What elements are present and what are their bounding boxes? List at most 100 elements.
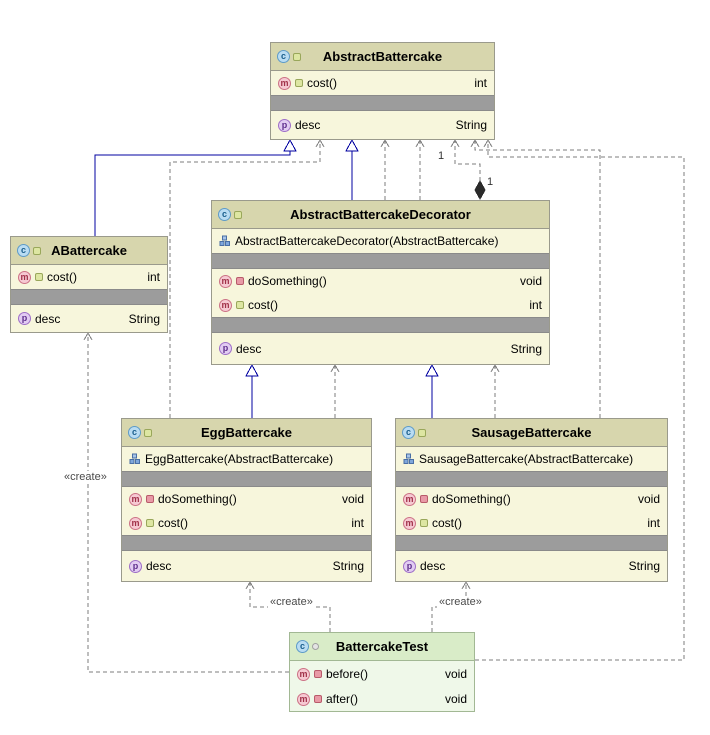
- method-icon: m: [403, 516, 416, 530]
- property-type: String: [455, 118, 487, 132]
- property-icon: p: [18, 312, 31, 325]
- property-type: String: [128, 311, 160, 326]
- member-row-cost[interactable]: m cost() int: [122, 511, 371, 535]
- class-header[interactable]: c BattercakeTest: [290, 633, 474, 661]
- member-row-desc[interactable]: p desc String: [271, 111, 494, 139]
- method-return-type: void: [341, 492, 364, 506]
- edge-create-test-abattercake[interactable]: [87, 334, 289, 673]
- method-label: cost(): [158, 516, 188, 530]
- class-node-egg-battercake[interactable]: c EggBattercake EggBattercake(AbstractBa…: [121, 418, 372, 582]
- method-label: cost(): [307, 76, 337, 90]
- method-label: doSomething(): [158, 492, 237, 506]
- method-label: cost(): [47, 270, 77, 284]
- members-separator: [122, 535, 371, 551]
- visibility-icon: [144, 428, 152, 437]
- method-icon: m: [129, 492, 142, 506]
- class-node-abstract-battercake[interactable]: c AbstractBattercake m cost() int p desc…: [270, 42, 495, 140]
- class-icon: c: [277, 50, 290, 63]
- visibility-icon: [293, 52, 301, 61]
- class-node-battercake-test[interactable]: c BattercakeTest m before() void m after…: [289, 632, 475, 712]
- visibility-icon: [33, 246, 41, 255]
- property-icon: p: [129, 559, 142, 573]
- method-return-type: void: [444, 667, 467, 681]
- edge-inheritance-sausagebattercake-decorator[interactable]: [425, 363, 439, 418]
- class-header[interactable]: c AbstractBattercakeDecorator: [212, 201, 549, 229]
- edge-composition-decorator-abstractbattercake[interactable]: [454, 141, 481, 181]
- class-title: SausageBattercake: [471, 425, 592, 440]
- class-title: EggBattercake: [200, 425, 293, 440]
- property-type: String: [510, 341, 542, 356]
- modifier-icon: [146, 495, 154, 503]
- constructor-row[interactable]: AbstractBattercakeDecorator(AbstractBatt…: [212, 229, 549, 253]
- property-icon: p: [278, 118, 291, 132]
- member-row-desc[interactable]: p desc String: [212, 333, 549, 364]
- property-label: desc: [146, 559, 172, 573]
- member-row-do-something[interactable]: m doSomething() void: [396, 487, 667, 511]
- member-row-do-something[interactable]: m doSomething() void: [122, 487, 371, 511]
- property-label: desc: [295, 118, 321, 132]
- method-return-type: int: [529, 298, 542, 312]
- members-separator: [396, 471, 667, 487]
- composition-diamond: [474, 179, 486, 201]
- edge-inheritance-abattercake-abstractbattercake[interactable]: [94, 138, 297, 236]
- method-label: doSomething(): [432, 492, 511, 506]
- class-header[interactable]: c ABattercake: [11, 237, 167, 265]
- method-icon: m: [219, 298, 232, 312]
- class-node-sausage-battercake[interactable]: c SausageBattercake SausageBattercake(Ab…: [395, 418, 668, 582]
- class-header[interactable]: c AbstractBattercake: [271, 43, 494, 71]
- visibility-icon: [418, 428, 426, 437]
- member-row-cost[interactable]: m cost() int: [11, 265, 167, 289]
- members-separator: [271, 95, 494, 111]
- multiplicity-label-source: 1: [437, 150, 446, 162]
- constructor-row[interactable]: EggBattercake(AbstractBattercake): [122, 447, 371, 471]
- class-header[interactable]: c SausageBattercake: [396, 419, 667, 447]
- member-row-desc[interactable]: p desc String: [11, 305, 167, 332]
- edge-inheritance-decorator-abstractbattercake[interactable]: [345, 138, 359, 200]
- member-row-desc[interactable]: p desc String: [122, 551, 371, 581]
- member-row-do-something[interactable]: m doSomething() void: [212, 269, 549, 293]
- method-icon: m: [278, 76, 291, 90]
- modifier-icon: [420, 519, 428, 527]
- class-icon: c: [128, 426, 141, 439]
- members-separator: [11, 289, 167, 305]
- member-row-before[interactable]: m before() void: [290, 661, 474, 687]
- class-header[interactable]: c EggBattercake: [122, 419, 371, 447]
- edge-dependency-sausage-abstractbattercake[interactable]: [474, 141, 601, 418]
- method-return-type: void: [637, 492, 660, 506]
- dependency-arrowheads: [83, 138, 500, 590]
- create-label-sausagebattercake: «create»: [437, 596, 484, 608]
- constructor-icon: [403, 453, 414, 464]
- member-row-after[interactable]: m after() void: [290, 687, 474, 711]
- edge-dependency-test-abstractbattercake[interactable]: [475, 141, 685, 661]
- member-row-cost[interactable]: m cost() int: [396, 511, 667, 535]
- modifier-icon: [295, 79, 303, 87]
- edge-inheritance-eggbattercake-decorator[interactable]: [245, 363, 259, 418]
- modifier-icon: [236, 301, 244, 309]
- constructor-label: EggBattercake(AbstractBattercake): [145, 452, 334, 466]
- property-label: desc: [420, 559, 446, 573]
- method-return-type: int: [474, 76, 487, 90]
- member-row-desc[interactable]: p desc String: [396, 551, 667, 581]
- method-icon: m: [219, 274, 232, 288]
- class-icon: c: [17, 244, 30, 257]
- constructor-row[interactable]: SausageBattercake(AbstractBattercake): [396, 447, 667, 471]
- class-node-a-battercake[interactable]: c ABattercake m cost() int p desc String: [10, 236, 168, 333]
- member-row-cost[interactable]: m cost() int: [212, 293, 549, 317]
- constructor-icon: [219, 235, 230, 246]
- member-row-cost[interactable]: m cost() int: [271, 71, 494, 95]
- multiplicity-label-target: 1: [486, 176, 495, 188]
- visibility-icon: [234, 210, 242, 219]
- class-title: BattercakeTest: [335, 639, 429, 654]
- class-node-abstract-battercake-decorator[interactable]: c AbstractBattercakeDecorator AbstractBa…: [211, 200, 550, 365]
- method-icon: m: [403, 492, 416, 506]
- modifier-icon: [146, 519, 154, 527]
- edge-dependency-egg-abstractbattercake[interactable]: [169, 141, 321, 418]
- method-return-type: void: [444, 692, 467, 706]
- constructor-icon: [129, 453, 140, 464]
- members-separator: [212, 317, 549, 333]
- method-icon: m: [18, 270, 31, 284]
- method-icon: m: [297, 692, 310, 706]
- method-label: doSomething(): [248, 274, 327, 288]
- property-label: desc: [236, 341, 262, 356]
